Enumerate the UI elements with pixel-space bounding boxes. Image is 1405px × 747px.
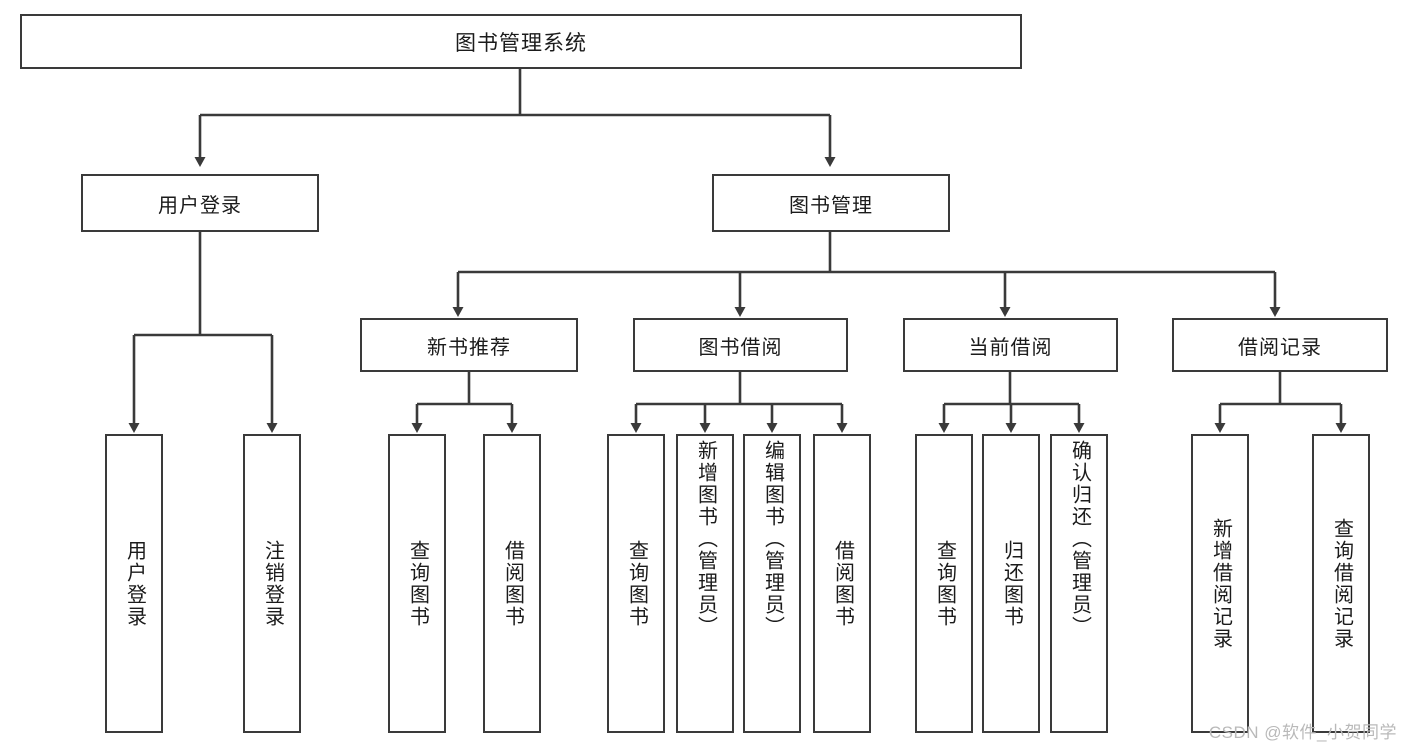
node-label: 图书管理: [789, 194, 873, 217]
node-label: 注销登录: [261, 539, 284, 628]
node-label: 借阅记录: [1238, 336, 1322, 359]
node-borrow-records[interactable]: 借阅记录: [1172, 318, 1388, 372]
node-label: 查询图书: [406, 539, 429, 628]
node-label: 查询图书: [625, 539, 648, 628]
node-leaf-edit-book-admin[interactable]: 编辑图书（管理员）: [743, 434, 801, 733]
node-leaf-logout[interactable]: 注销登录: [243, 434, 301, 733]
node-label: 归还图书: [1000, 539, 1023, 628]
node-leaf-query-books-recommendation[interactable]: 查询图书: [388, 434, 446, 733]
node-leaf-add-borrow-record[interactable]: 新增借阅记录: [1191, 434, 1249, 733]
node-current-borrowing[interactable]: 当前借阅: [903, 318, 1118, 372]
node-new-book-recommendation[interactable]: 新书推荐: [360, 318, 578, 372]
node-label: 新增借阅记录: [1209, 517, 1232, 650]
node-user-login[interactable]: 用户登录: [81, 174, 319, 232]
node-leaf-user-login[interactable]: 用户登录: [105, 434, 163, 733]
node-label: 编辑图书（管理员）: [761, 440, 784, 638]
node-leaf-borrow-books-borrowing[interactable]: 借阅图书: [813, 434, 871, 733]
node-label: 查询借阅记录: [1330, 517, 1353, 650]
node-label: 当前借阅: [968, 336, 1053, 359]
node-leaf-borrow-books-recommendation[interactable]: 借阅图书: [483, 434, 541, 733]
node-leaf-query-books-borrowing[interactable]: 查询图书: [607, 434, 665, 733]
node-root-book-management-system[interactable]: 图书管理系统: [20, 14, 1022, 69]
node-label: 借阅图书: [831, 539, 854, 628]
node-label: 新增图书（管理员）: [694, 440, 717, 638]
node-leaf-return-books[interactable]: 归还图书: [982, 434, 1040, 733]
watermark: CSDN @软件_小贺同学: [1208, 723, 1397, 742]
node-book-management[interactable]: 图书管理: [712, 174, 950, 232]
node-leaf-add-book-admin[interactable]: 新增图书（管理员）: [676, 434, 734, 733]
node-leaf-confirm-return-admin[interactable]: 确认归还（管理员）: [1050, 434, 1108, 733]
node-leaf-query-borrow-record[interactable]: 查询借阅记录: [1312, 434, 1370, 733]
node-book-borrowing[interactable]: 图书借阅: [633, 318, 848, 372]
node-label: 借阅图书: [501, 539, 524, 628]
node-label: 用户登录: [123, 539, 146, 628]
node-label: 图书管理系统: [455, 31, 587, 55]
node-label: 用户登录: [158, 194, 242, 217]
node-label: 新书推荐: [427, 336, 511, 359]
node-label: 图书借阅: [698, 336, 783, 359]
node-leaf-query-books-current[interactable]: 查询图书: [915, 434, 973, 733]
node-label: 查询图书: [933, 539, 956, 628]
node-label: 确认归还（管理员）: [1068, 440, 1091, 638]
